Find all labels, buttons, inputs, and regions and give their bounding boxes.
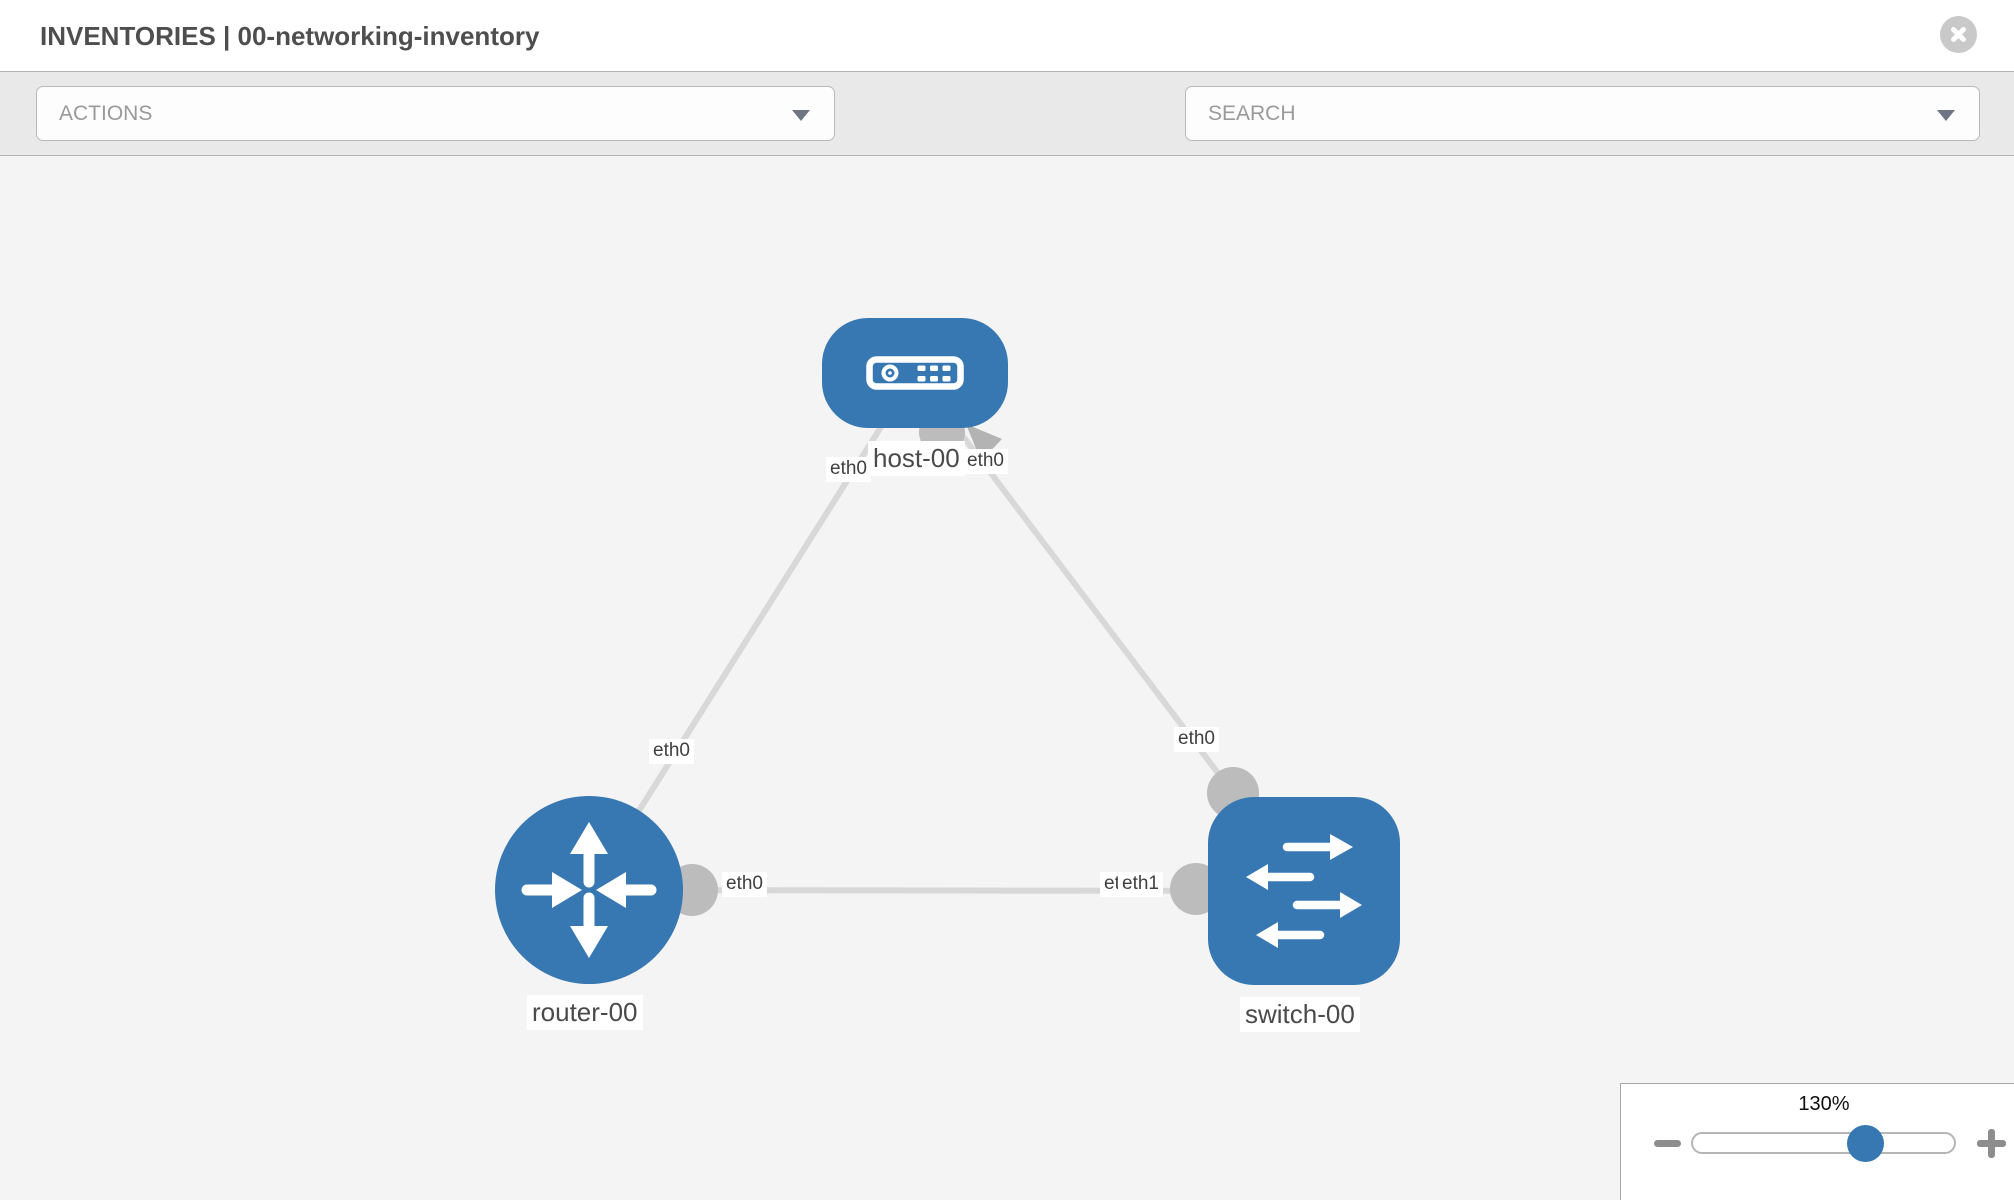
chevron-down-icon[interactable]: [1937, 110, 1955, 121]
zoom-slider-track[interactable]: [1691, 1132, 1956, 1154]
interface-label-mid-switch-front: eth1: [1118, 872, 1163, 897]
zoom-out-button[interactable]: [1654, 1140, 1681, 1147]
window-header: INVENTORIES | 00-networking-inventory: [0, 0, 2014, 71]
zoom-level: 130%: [1798, 1093, 1850, 1115]
actions-dropdown[interactable]: ACTIONS: [36, 86, 835, 141]
zoom-slider-handle[interactable]: [1847, 1125, 1884, 1162]
actions-toolbar: ACTIONS: [0, 71, 2014, 200]
interface-label-host-right: eth0: [963, 449, 1008, 474]
zoom-panel: 130%: [1620, 1083, 2014, 1200]
node-label-router: router-00: [527, 995, 643, 1031]
interface-label-mid-router: eth0: [722, 872, 767, 897]
switch-icon: [1246, 834, 1362, 948]
topology-canvas[interactable]: host-00 router-00 switch-00 eth0 eth0 et…: [0, 156, 2014, 1200]
node-host[interactable]: [822, 318, 1008, 428]
router-icon: [521, 822, 657, 958]
search-input[interactable]: [1208, 87, 1888, 140]
actions-dropdown-label: ACTIONS: [59, 102, 153, 125]
node-router[interactable]: [495, 796, 683, 984]
host-icon: [866, 356, 964, 390]
node-switch[interactable]: [1208, 797, 1400, 985]
node-label-switch: switch-00: [1240, 997, 1360, 1033]
link-host-switch: [912, 371, 1236, 795]
topology-graph: [495, 318, 1400, 985]
link-arrow-icon: [966, 424, 1002, 461]
interface-label-host-left: eth0: [826, 457, 871, 482]
page-title: INVENTORIES | 00-networking-inventory: [40, 21, 540, 51]
interface-label-switch-top: eth0: [1174, 727, 1219, 752]
zoom-in-button[interactable]: [1977, 1129, 2006, 1158]
node-label-host: host-00: [868, 441, 965, 477]
close-button[interactable]: [1940, 16, 1977, 53]
search-dropdown[interactable]: [1185, 86, 1980, 141]
chevron-down-icon[interactable]: [792, 110, 810, 121]
interface-label-router-top: eth0: [649, 739, 694, 764]
